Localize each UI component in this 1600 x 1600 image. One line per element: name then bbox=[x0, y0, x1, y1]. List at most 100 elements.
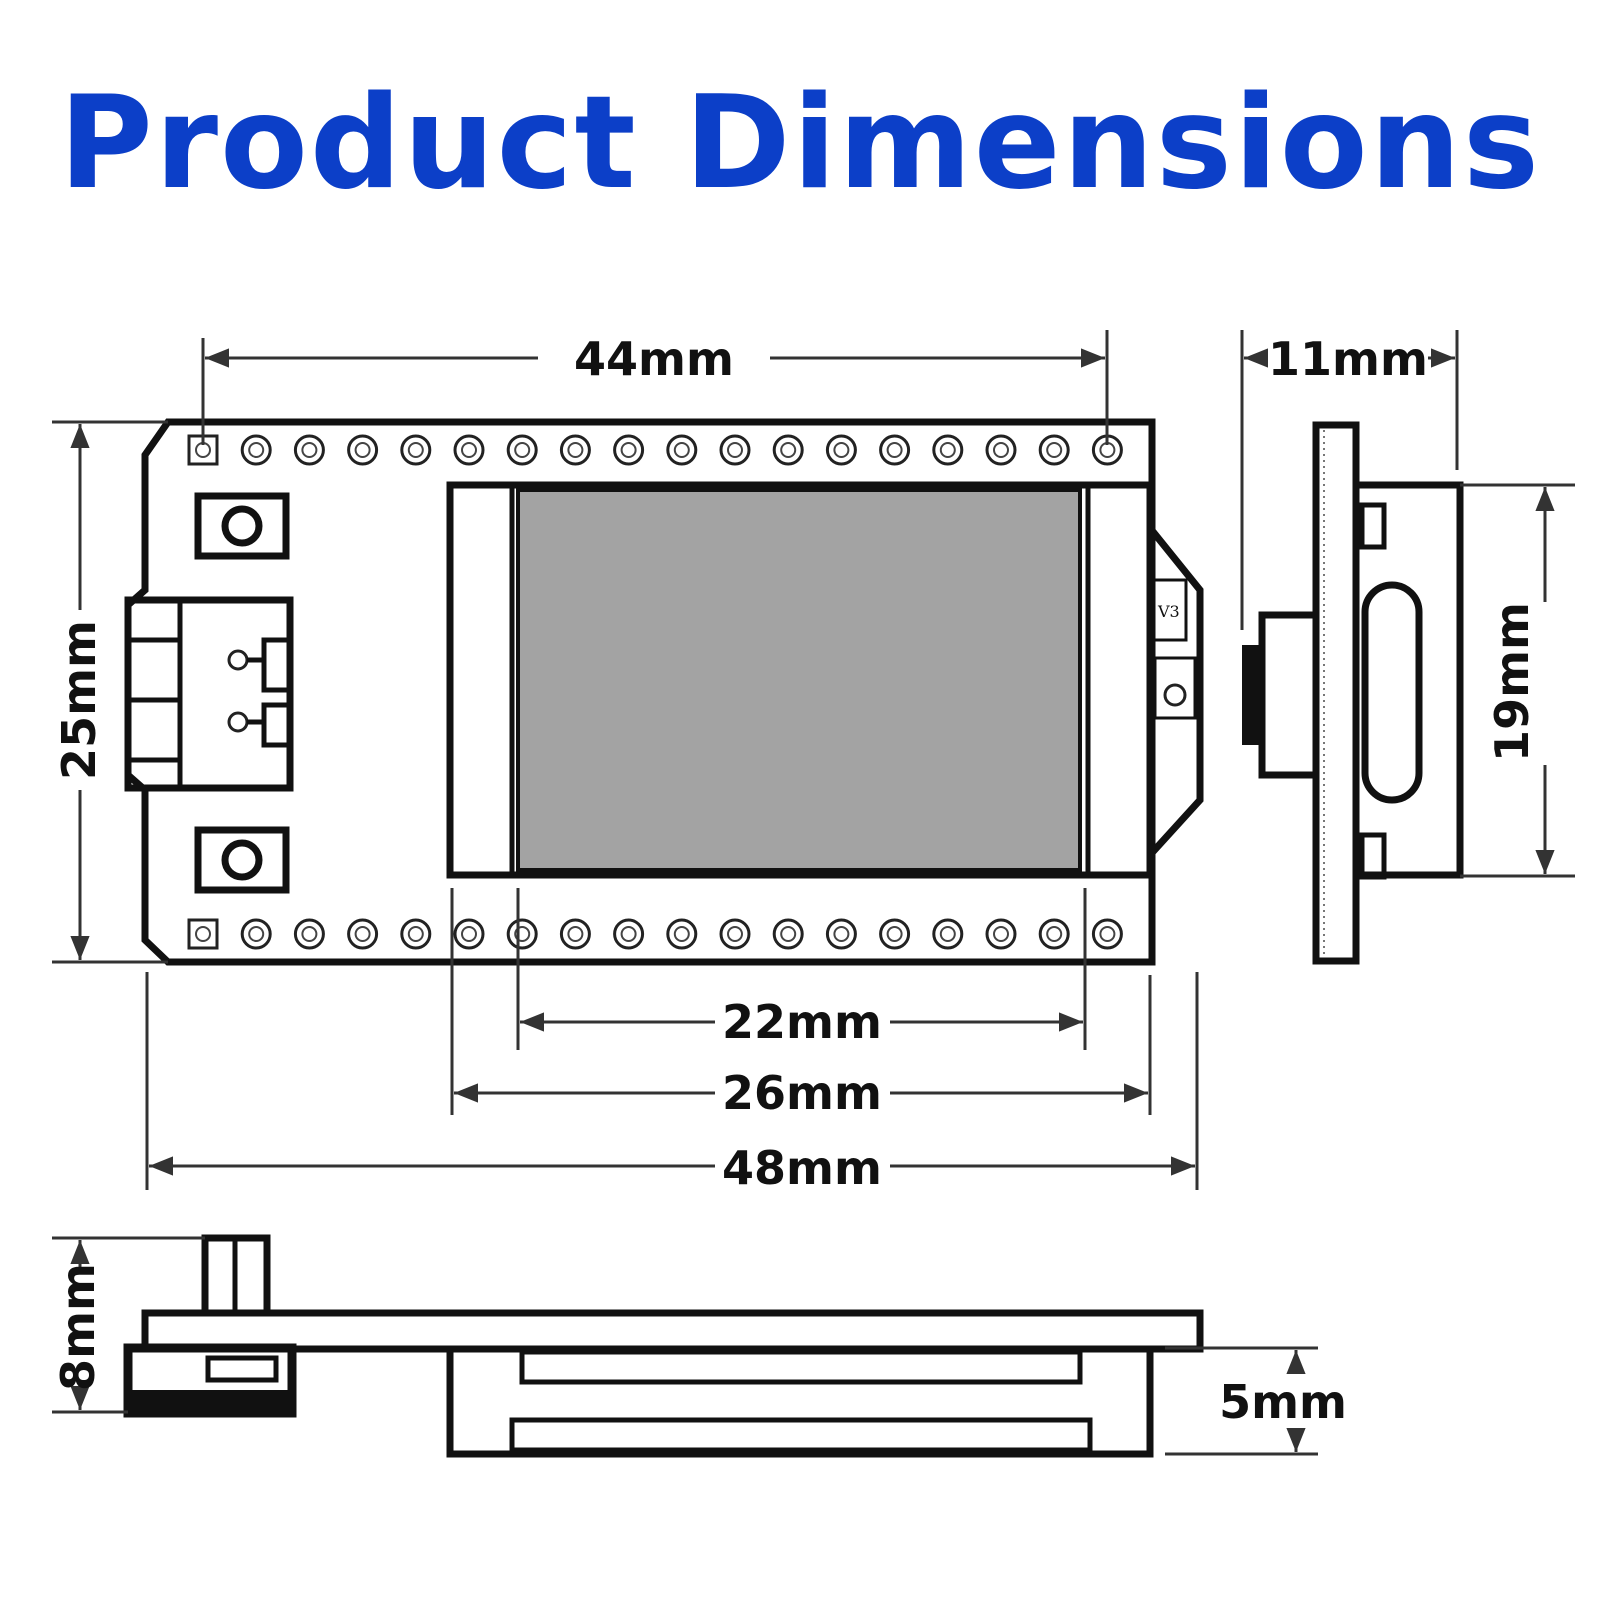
pin-hole-inner bbox=[886, 442, 903, 458]
board-top-view: V3 bbox=[124, 418, 1204, 966]
pin-hole-inner bbox=[886, 926, 903, 942]
pin-hole-inner bbox=[301, 926, 318, 942]
pin-hole bbox=[613, 918, 645, 950]
pin-square bbox=[187, 918, 219, 950]
pin-hole-inner bbox=[727, 442, 743, 458]
pin-hole bbox=[772, 918, 804, 950]
dimension-5mm: 5mm bbox=[1165, 1346, 1347, 1456]
pin-hole bbox=[400, 918, 432, 950]
pin-hole-inner bbox=[780, 442, 797, 458]
label-25mm: 25mm bbox=[52, 620, 106, 780]
usb-connector bbox=[124, 596, 294, 792]
label-48mm: 48mm bbox=[722, 1141, 882, 1195]
pin-hole-inner bbox=[407, 442, 424, 458]
board-edge-view bbox=[123, 1234, 1204, 1458]
pin-hole bbox=[293, 434, 325, 466]
pin-hole-inner bbox=[833, 926, 850, 942]
pin-hole bbox=[506, 434, 538, 466]
pin-hole-inner bbox=[514, 926, 531, 942]
pin-hole-inner bbox=[833, 442, 850, 458]
pin-hole bbox=[240, 434, 272, 466]
page-title: Product Dimensions bbox=[59, 69, 1541, 218]
pin-hole-inner bbox=[993, 442, 1009, 458]
dimension-25mm: 25mm bbox=[52, 420, 168, 964]
pin-header-top bbox=[187, 434, 1123, 466]
pin-hole-inner bbox=[673, 926, 690, 942]
pin-hole bbox=[400, 434, 432, 466]
pin-hole-inner bbox=[301, 442, 318, 458]
pin-hole-inner bbox=[939, 442, 956, 458]
pin-hole bbox=[932, 918, 964, 950]
pin-hole bbox=[719, 918, 751, 950]
pin-hole bbox=[932, 434, 964, 466]
screen-active-area bbox=[516, 488, 1082, 872]
dimension-48mm: 48mm bbox=[145, 972, 1199, 1195]
label-5mm: 5mm bbox=[1219, 1375, 1347, 1429]
pin-hole-inner bbox=[780, 926, 797, 942]
pin-hole-inner bbox=[514, 442, 531, 458]
board-marking: V3 bbox=[1157, 602, 1180, 621]
button-top bbox=[194, 492, 290, 560]
dimension-11mm: 11mm bbox=[1240, 330, 1459, 630]
dimension-26mm: 26mm bbox=[450, 888, 1152, 1120]
pin-hole bbox=[347, 434, 379, 466]
dimension-44mm: 44mm bbox=[201, 330, 1109, 445]
pin-hole bbox=[293, 918, 325, 950]
pin-hole bbox=[453, 434, 485, 466]
pin-hole bbox=[879, 918, 911, 950]
pin-hole-inner bbox=[939, 926, 956, 942]
pin-hole-inner bbox=[1046, 442, 1063, 458]
pin-hole-inner bbox=[407, 926, 424, 942]
pin-hole bbox=[453, 918, 485, 950]
pin-hole bbox=[666, 918, 698, 950]
dimension-19mm: 19mm bbox=[1460, 483, 1575, 878]
pin-hole-inner bbox=[461, 442, 477, 458]
pin-hole-inner bbox=[354, 926, 371, 942]
label-8mm: 8mm bbox=[51, 1263, 105, 1391]
pin-hole bbox=[719, 434, 751, 466]
pin-hole bbox=[985, 434, 1017, 466]
label-11mm: 11mm bbox=[1268, 332, 1428, 386]
label-19mm: 19mm bbox=[1485, 602, 1539, 762]
label-26mm: 26mm bbox=[722, 1066, 882, 1120]
pin-hole bbox=[240, 918, 272, 950]
dimension-8mm: 8mm bbox=[51, 1236, 205, 1414]
pin-hole-inner bbox=[567, 926, 584, 942]
pin-hole-inner bbox=[248, 442, 265, 458]
dimension-22mm: 22mm bbox=[516, 888, 1087, 1050]
pin-hole bbox=[1091, 918, 1123, 950]
pin-hole-inner bbox=[673, 442, 690, 458]
pin-hole-inner bbox=[1046, 926, 1063, 942]
pin-hole-inner bbox=[620, 926, 637, 942]
pin-hole bbox=[506, 918, 538, 950]
pin-hole bbox=[666, 434, 698, 466]
pin-hole bbox=[613, 434, 645, 466]
pin-hole-inner bbox=[567, 442, 584, 458]
pin-hole bbox=[559, 434, 591, 466]
pin-hole-inner bbox=[727, 926, 743, 942]
label-44mm: 44mm bbox=[574, 332, 734, 386]
pin-hole bbox=[347, 918, 379, 950]
pin-hole-inner bbox=[993, 926, 1009, 942]
pin-hole-inner bbox=[195, 926, 211, 942]
board-side-view bbox=[1242, 421, 1464, 965]
pin-hole bbox=[879, 434, 911, 466]
pin-hole-inner bbox=[1099, 926, 1116, 942]
pin-hole bbox=[1038, 918, 1070, 950]
button-bottom bbox=[194, 826, 290, 894]
pin-header-bottom bbox=[187, 918, 1123, 950]
pin-hole-inner bbox=[461, 926, 477, 942]
pin-hole bbox=[825, 918, 857, 950]
pin-hole bbox=[772, 434, 804, 466]
label-22mm: 22mm bbox=[722, 995, 882, 1049]
pin-hole bbox=[559, 918, 591, 950]
pin-hole-inner bbox=[354, 442, 371, 458]
screen-module bbox=[446, 481, 1154, 879]
pin-hole-inner bbox=[620, 442, 637, 458]
pin-hole bbox=[1038, 434, 1070, 466]
pin-hole bbox=[825, 434, 857, 466]
antenna-bump bbox=[1147, 525, 1204, 858]
pin-hole bbox=[985, 918, 1017, 950]
pin-hole-inner bbox=[248, 926, 265, 942]
